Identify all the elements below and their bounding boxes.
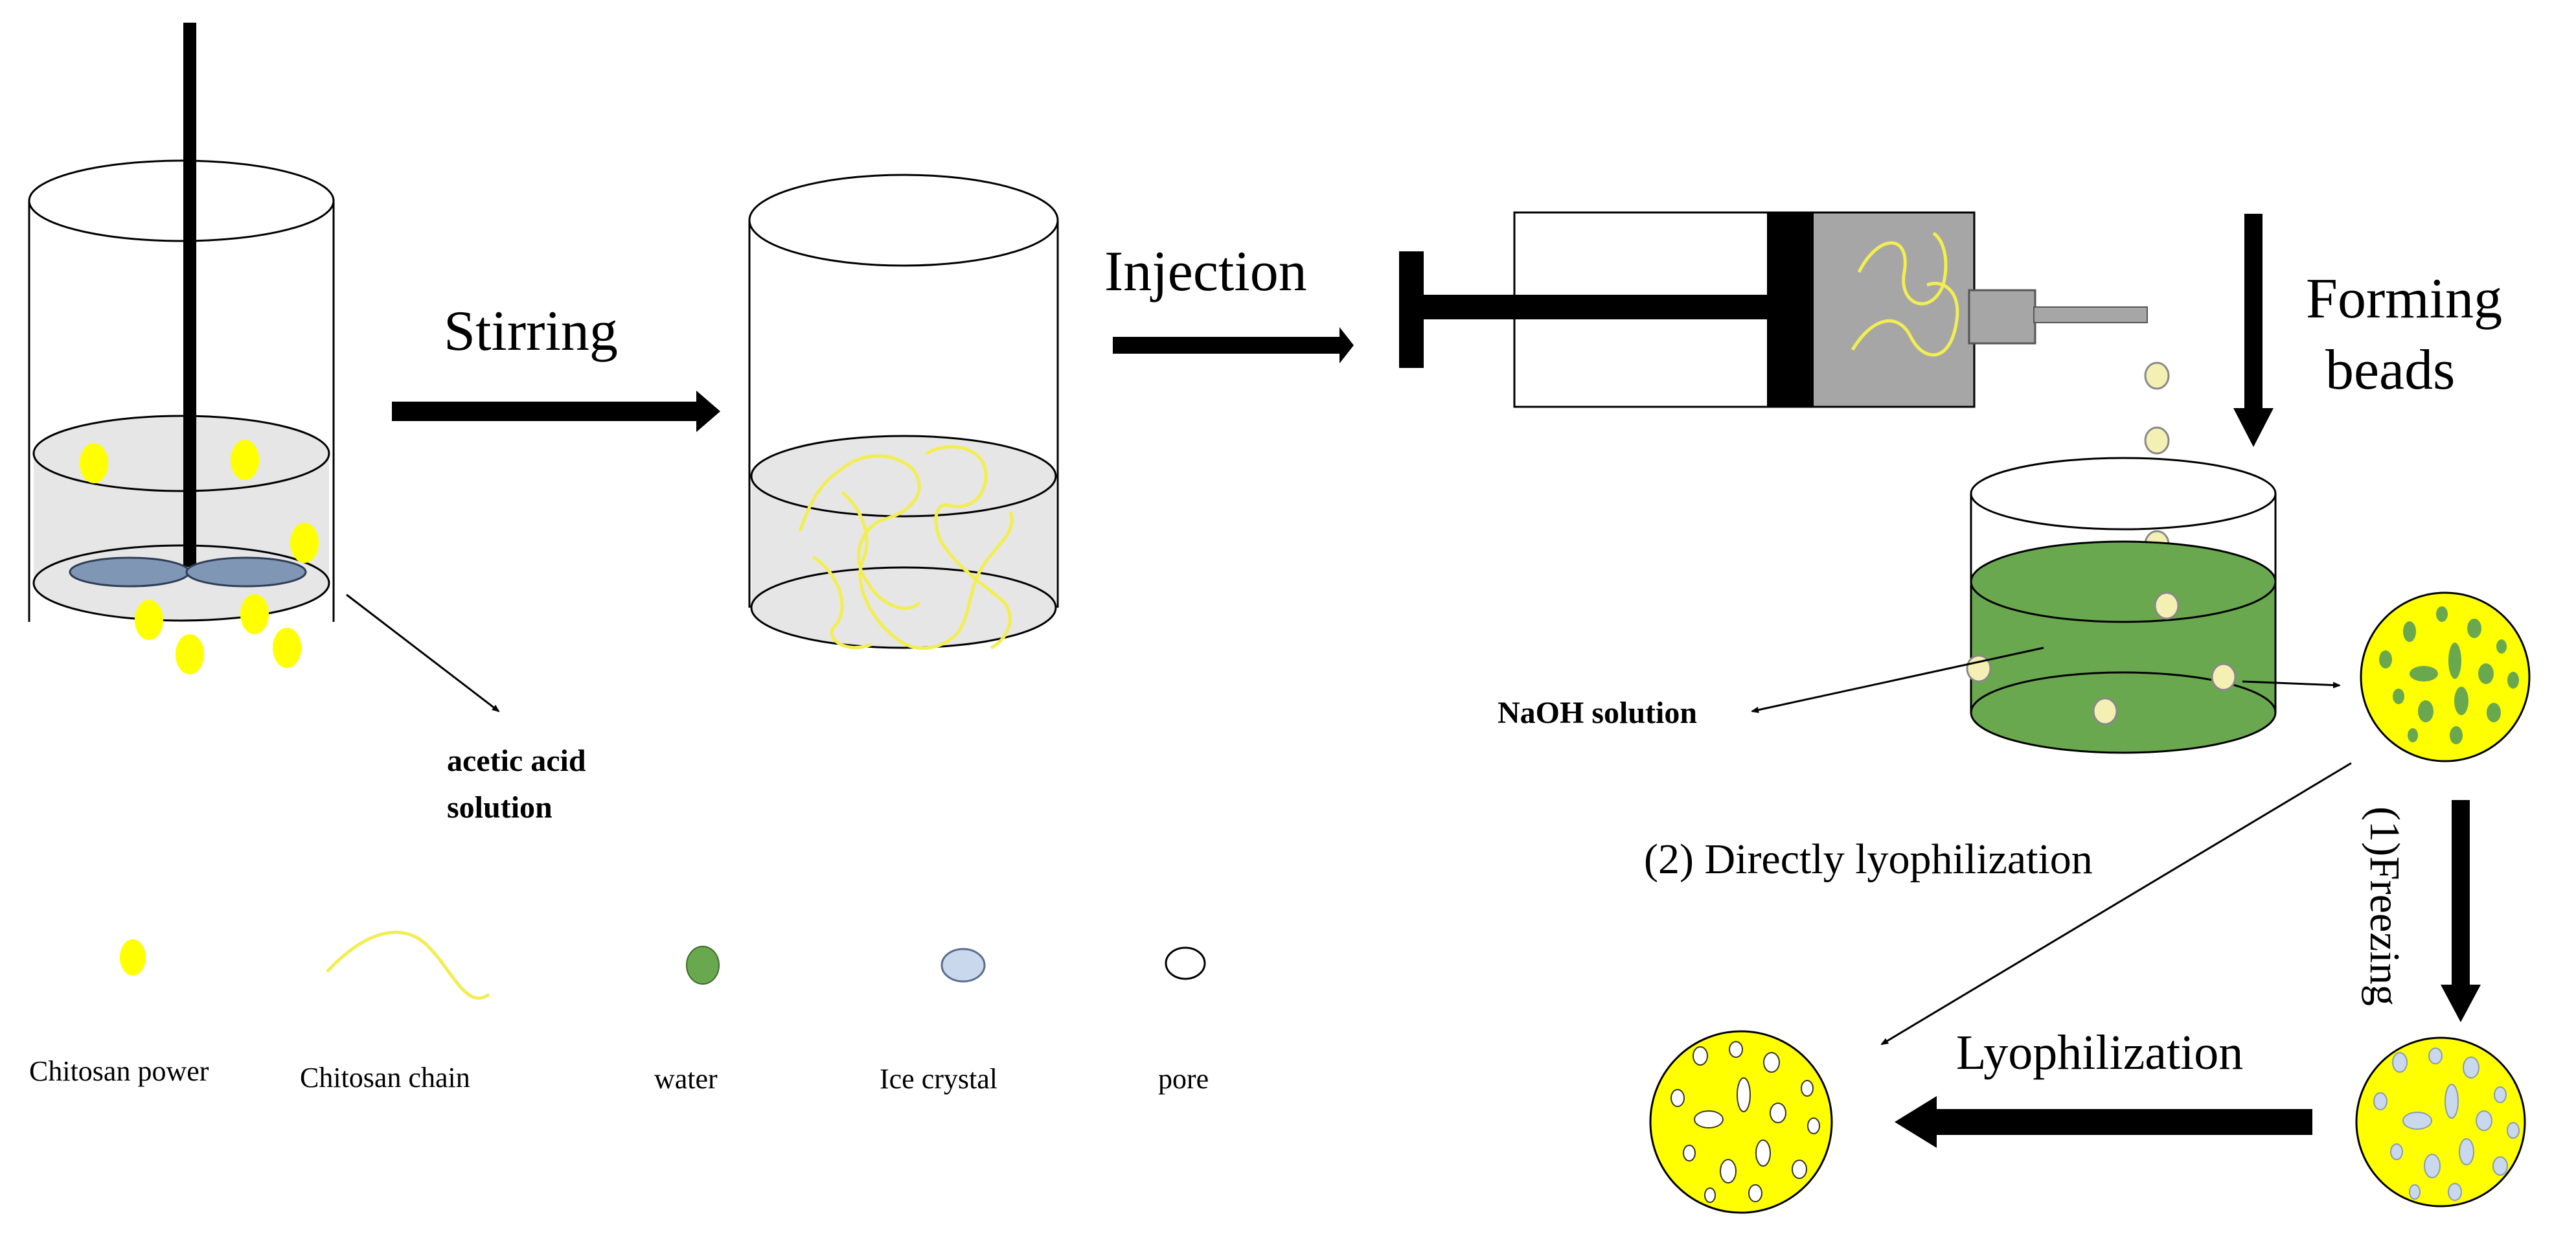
syringe-plunger-rod [1412,295,1775,319]
beaker-stirring [28,23,500,713]
arrow-injection [1113,327,1354,363]
syringe-needle [2033,306,2148,323]
syringe-plunger-handle [1399,251,1424,368]
bead-frozen [2355,1036,2526,1207]
bead-with-water [2360,591,2531,762]
chitosan-particle [231,440,259,480]
stirrer-blade [185,556,307,588]
zoom-pointer [2242,680,2341,689]
acetic-acid-pointer [346,593,500,713]
chitosan-particle [80,443,108,483]
bead-porous [1649,1030,1833,1214]
chitosan-particle [135,600,163,640]
forming-label-line2: beads [2325,339,2455,402]
light-blue-ellipse-icon [940,948,986,983]
direct-lyophilization-label: (2) Directly lyophilization [1644,836,2093,883]
injection-label: Injection [1104,240,1307,303]
legend: Chitosan power Chitosan chain water Ice … [29,930,1209,1095]
lyophilization-label: Lyophilization [1956,1025,2243,1080]
yellow-ellipse-icon [120,939,146,976]
stirrer-blade [69,556,190,588]
arrow-freezing [2441,800,2481,1022]
chitosan-particle [240,594,269,634]
direct-lyophilization-pointer [1880,762,2352,1046]
chitosan-particle [176,634,204,674]
chitosan-chains [798,445,1014,650]
water-inclusions [2379,606,2519,744]
beaker-naoh [1966,457,2277,754]
legend-label-chitosan-power: Chitosan power [29,1055,209,1087]
falling-bead [2144,361,2170,390]
syringe-barrel-filled [1799,211,1976,408]
wavy-line-icon [326,930,490,1000]
pore-inclusions [1670,1041,1820,1203]
syringe-tip [1968,289,2036,345]
naoh-solution-surface [1970,540,2277,623]
arrow-stirring [392,391,720,432]
syringe [1399,211,2148,408]
stirrer-shaft [183,23,196,567]
arrow-lyophilization [1895,1096,2312,1148]
legend-label-water: water [654,1063,718,1095]
legend-label-ice-crystal: Ice crystal [880,1063,997,1095]
chitosan-particle [290,523,319,563]
forming-label-line1: Forming [2306,268,2502,330]
acetic-acid-label-line1: acetic acid [447,744,586,778]
bead-in-solution [1966,654,1992,683]
green-ellipse-icon [686,946,720,985]
bead-in-solution [2154,591,2180,620]
stirring-label: Stirring [444,300,618,363]
legend-label-pore: pore [1158,1063,1209,1095]
syringe-chitosan-chains [1851,231,1959,357]
falling-bead [2144,426,2170,455]
beaker-dissolved [748,174,1059,650]
legend-label-chitosan-chain: Chitosan chain [300,1062,470,1093]
freezing-label: (1)Freezing [2361,807,2408,1006]
bead-in-solution [2092,697,2118,726]
bead-in-solution [2211,663,2237,691]
naoh-label: NaOH solution [1498,696,1697,730]
naoh-pointer [1751,647,2044,713]
white-ellipse-icon [1165,946,1206,980]
arrow-forming-beads [2233,214,2274,447]
acetic-acid-label-line2: solution [447,790,553,825]
ice-crystal-inclusions [2373,1047,2520,1201]
chitosan-particle [273,628,301,668]
